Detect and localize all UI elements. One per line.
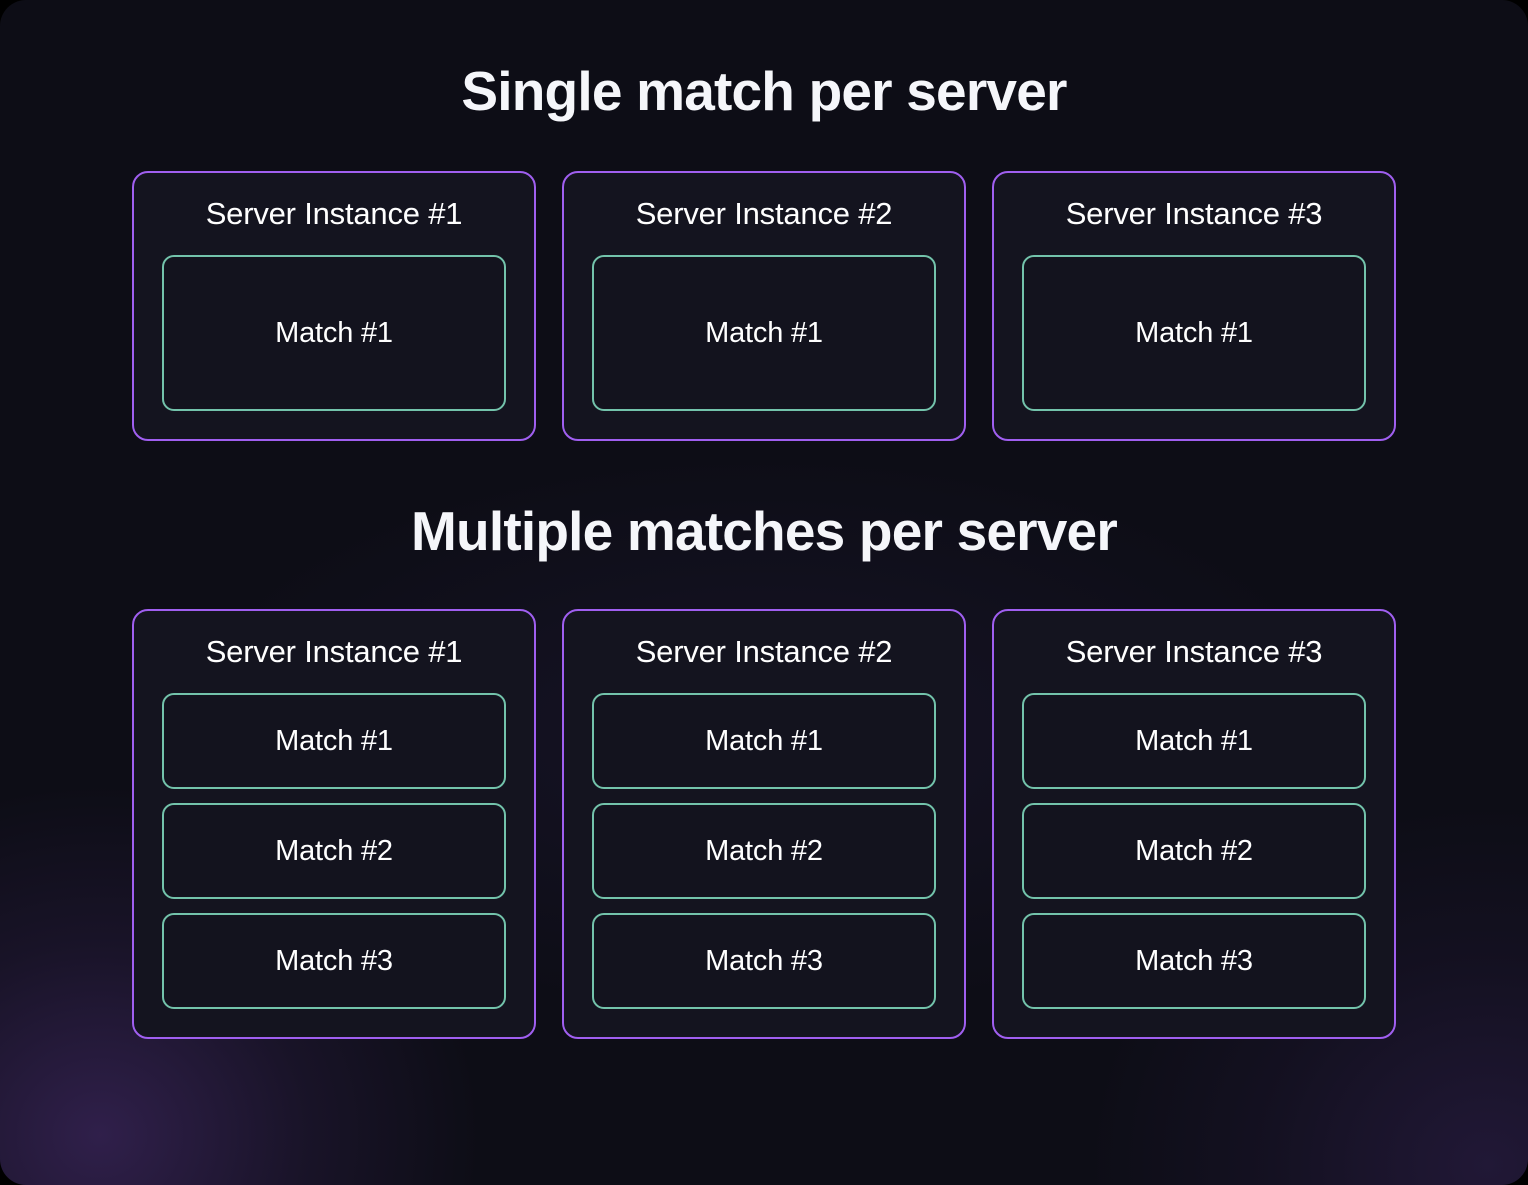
match-list: Match #1 xyxy=(592,255,936,412)
server-card[interactable]: Server Instance #1 Match #1 Match #2 Mat… xyxy=(132,609,536,1040)
match-box[interactable]: Match #1 xyxy=(162,255,506,412)
server-card[interactable]: Server Instance #3 Match #1 Match #2 Mat… xyxy=(992,609,1396,1040)
match-box[interactable]: Match #2 xyxy=(162,803,506,900)
match-box[interactable]: Match #3 xyxy=(1022,913,1366,1010)
server-card[interactable]: Server Instance #2 Match #1 xyxy=(562,171,966,442)
section-title-multiple-matches: Multiple matches per server xyxy=(411,500,1118,563)
match-box[interactable]: Match #3 xyxy=(592,913,936,1010)
match-list: Match #1 xyxy=(1022,255,1366,412)
match-box[interactable]: Match #1 xyxy=(592,693,936,790)
section-title-single-match: Single match per server xyxy=(461,60,1067,122)
match-box[interactable]: Match #3 xyxy=(162,913,506,1010)
match-list: Match #1 xyxy=(162,255,506,412)
match-box[interactable]: Match #1 xyxy=(592,255,936,412)
match-list: Match #1 Match #2 Match #3 xyxy=(1022,693,1366,1010)
server-row-single-match: Server Instance #1 Match #1 Server Insta… xyxy=(0,171,1528,442)
server-card-title: Server Instance #1 xyxy=(205,196,463,231)
match-box[interactable]: Match #2 xyxy=(592,803,936,900)
match-box[interactable]: Match #1 xyxy=(162,693,506,790)
server-card-title: Server Instance #3 xyxy=(1065,196,1323,231)
server-row-multiple-matches: Server Instance #1 Match #1 Match #2 Mat… xyxy=(0,609,1528,1040)
server-card[interactable]: Server Instance #2 Match #1 Match #2 Mat… xyxy=(562,609,966,1040)
match-box[interactable]: Match #1 xyxy=(1022,693,1366,790)
server-card[interactable]: Server Instance #3 Match #1 xyxy=(992,171,1396,442)
match-list: Match #1 Match #2 Match #3 xyxy=(162,693,506,1010)
match-list: Match #1 Match #2 Match #3 xyxy=(592,693,936,1010)
server-card-title: Server Instance #2 xyxy=(635,634,893,670)
server-card[interactable]: Server Instance #1 Match #1 xyxy=(132,171,536,442)
server-card-title: Server Instance #2 xyxy=(635,196,893,231)
server-card-title: Server Instance #1 xyxy=(205,634,463,670)
match-box[interactable]: Match #1 xyxy=(1022,255,1366,412)
match-box[interactable]: Match #2 xyxy=(1022,803,1366,900)
server-card-title: Server Instance #3 xyxy=(1065,634,1323,670)
